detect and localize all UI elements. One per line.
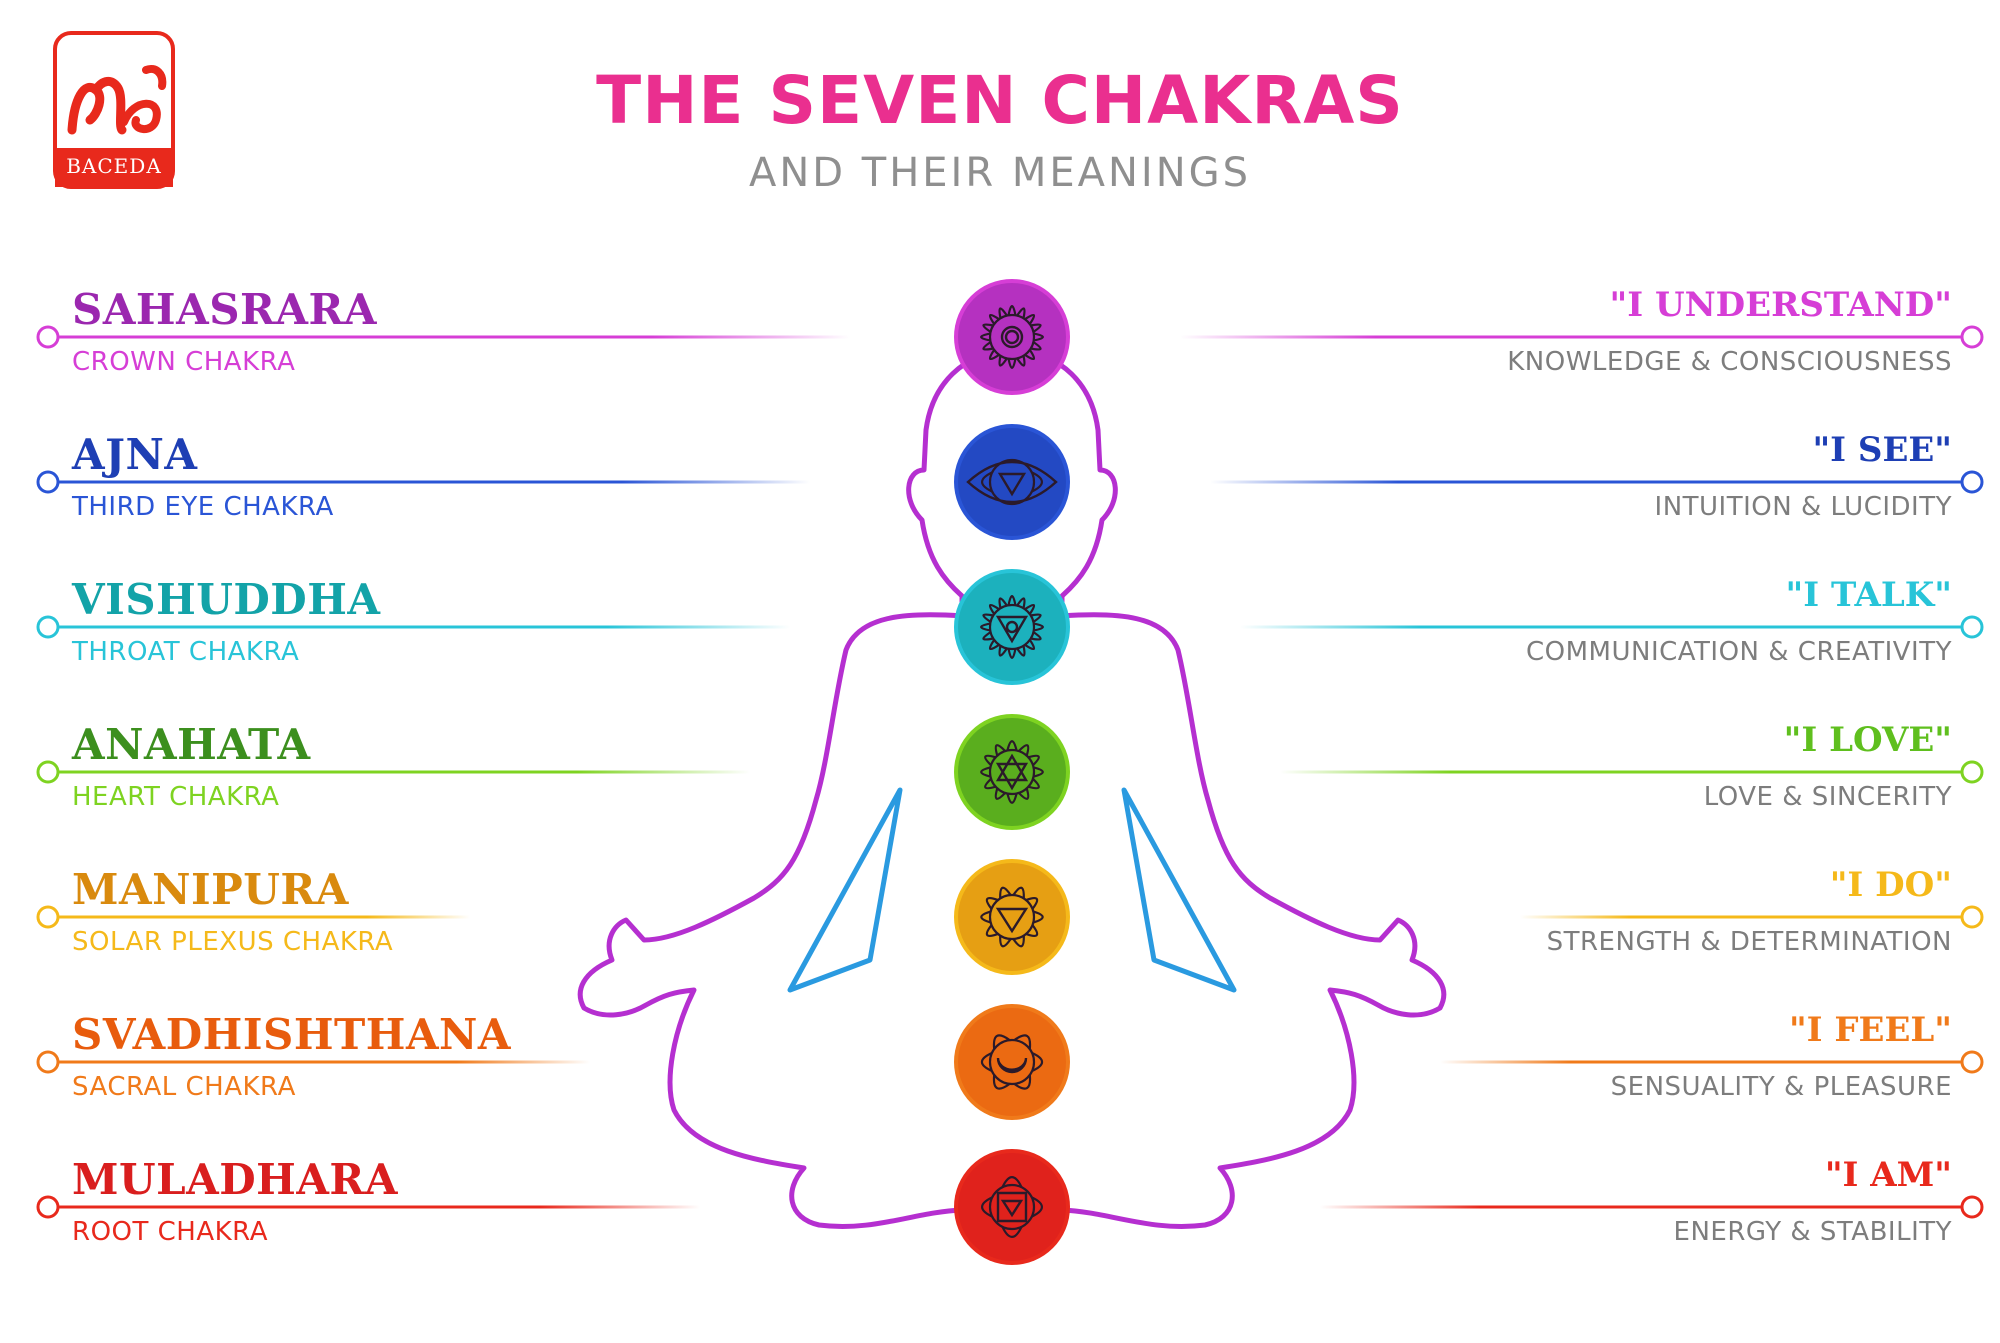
chakra-subtitle: ROOT CHAKRA xyxy=(72,1217,268,1247)
hexagram-lotus-icon xyxy=(954,714,1070,830)
left-arm-inner-icon xyxy=(787,787,903,993)
chakra-row: SAHASRARA CROWN CHAKRA "I UNDERSTAND" KNOWL… xyxy=(0,285,2000,415)
left-endpoint-dot xyxy=(36,325,60,349)
chakra-name: VISHUDDHA xyxy=(72,575,381,624)
left-connector-line xyxy=(58,1205,700,1209)
right-connector-line xyxy=(1280,770,1962,774)
left-endpoint-dot xyxy=(36,760,60,784)
page-title: THE SEVEN CHAKRAS xyxy=(596,62,1404,139)
right-connector-line xyxy=(1180,335,1962,339)
right-endpoint-dot xyxy=(1960,905,1984,929)
chakra-subtitle: THROAT CHAKRA xyxy=(72,637,300,667)
left-endpoint-dot xyxy=(36,905,60,929)
chakra-row: ANAHATA HEART CHAKRA "I LOVE" LOVE & SINCER… xyxy=(0,720,2000,850)
chakra-meaning: KNOWLEDGE & CONSCIOUSNESS xyxy=(1507,347,1952,377)
right-connector-line xyxy=(1240,625,1962,629)
throat-lotus-icon xyxy=(954,569,1070,685)
right-connector-line xyxy=(1210,480,1962,484)
chakra-mantra: "I TALK" xyxy=(1785,575,1952,615)
left-connector-line xyxy=(58,625,790,629)
chakra-meaning: STRENGTH & DETERMINATION xyxy=(1546,927,1952,957)
chakra-row: MULADHARA ROOT CHAKRA "I AM" ENERGY & STABI… xyxy=(0,1155,2000,1285)
chakra-row: MANIPURA SOLAR PLEXUS CHAKRA "I DO" STRENGT… xyxy=(0,865,2000,995)
chakra-meaning: ENERGY & STABILITY xyxy=(1673,1217,1952,1247)
baceda-logo: BACEDA xyxy=(52,30,176,190)
left-endpoint-dot xyxy=(36,470,60,494)
square-lotus-icon xyxy=(954,1149,1070,1265)
logo-text: BACEDA xyxy=(66,154,162,178)
chakra-subtitle: HEART CHAKRA xyxy=(72,782,280,812)
chakra-meaning: COMMUNICATION & CREATIVITY xyxy=(1525,637,1952,667)
page-subtitle: AND THEIR MEANINGS xyxy=(748,150,1252,196)
lotus-thousand-petal-icon xyxy=(954,279,1070,395)
left-endpoint-dot xyxy=(36,615,60,639)
chakra-mantra: "I UNDERSTAND" xyxy=(1609,285,1953,325)
chakra-name: SAHASRARA xyxy=(72,285,378,334)
right-endpoint-dot xyxy=(1960,1195,1984,1219)
chakra-subtitle: THIRD EYE CHAKRA xyxy=(72,492,334,522)
left-connector-line xyxy=(58,915,470,919)
right-arm-inner-icon xyxy=(1121,787,1237,993)
chakra-mantra: "I SEE" xyxy=(1812,430,1952,470)
chakra-subtitle: SACRAL CHAKRA xyxy=(72,1072,296,1102)
chakra-name: MULADHARA xyxy=(72,1155,398,1204)
left-endpoint-dot xyxy=(36,1050,60,1074)
left-connector-line xyxy=(58,1060,590,1064)
chakra-subtitle: CROWN CHAKRA xyxy=(72,347,296,377)
right-endpoint-dot xyxy=(1960,615,1984,639)
right-connector-line xyxy=(1440,1060,1962,1064)
chakra-mantra: "I FEEL" xyxy=(1788,1010,1952,1050)
left-endpoint-dot xyxy=(36,1195,60,1219)
chakra-mantra: "I LOVE" xyxy=(1783,720,1952,760)
chakra-row: SVADHISHTHANA SACRAL CHAKRA "I FEEL" SENSUA… xyxy=(0,1010,2000,1140)
right-endpoint-dot xyxy=(1960,470,1984,494)
right-connector-line xyxy=(1520,915,1962,919)
left-connector-line xyxy=(58,335,850,339)
chakra-name: MANIPURA xyxy=(72,865,349,914)
right-connector-line xyxy=(1320,1205,1962,1209)
right-endpoint-dot xyxy=(1960,325,1984,349)
right-endpoint-dot xyxy=(1960,1050,1984,1074)
chakra-mantra: "I AM" xyxy=(1824,1155,1952,1195)
chakra-row: VISHUDDHA THROAT CHAKRA "I TALK" COMMUNICAT… xyxy=(0,575,2000,705)
chakra-row: AJNA THIRD EYE CHAKRA "I SEE" INTUITION & L… xyxy=(0,430,2000,560)
chakra-name: AJNA xyxy=(72,430,198,479)
logo-mark-icon xyxy=(53,31,175,189)
right-endpoint-dot xyxy=(1960,760,1984,784)
chakra-subtitle: SOLAR PLEXUS CHAKRA xyxy=(72,927,394,957)
chakra-meaning: SENSUALITY & PLEASURE xyxy=(1610,1072,1952,1102)
third-eye-icon xyxy=(954,424,1070,540)
left-connector-line xyxy=(58,770,750,774)
chakra-mantra: "I DO" xyxy=(1829,865,1952,905)
chakra-meaning: LOVE & SINCERITY xyxy=(1703,782,1952,812)
chakra-name: ANAHATA xyxy=(72,720,311,769)
solar-triangle-icon xyxy=(954,859,1070,975)
chakra-name: SVADHISHTHANA xyxy=(72,1010,512,1059)
crescent-lotus-icon xyxy=(954,1004,1070,1120)
chakra-meaning: INTUITION & LUCIDITY xyxy=(1654,492,1952,522)
left-connector-line xyxy=(58,480,810,484)
